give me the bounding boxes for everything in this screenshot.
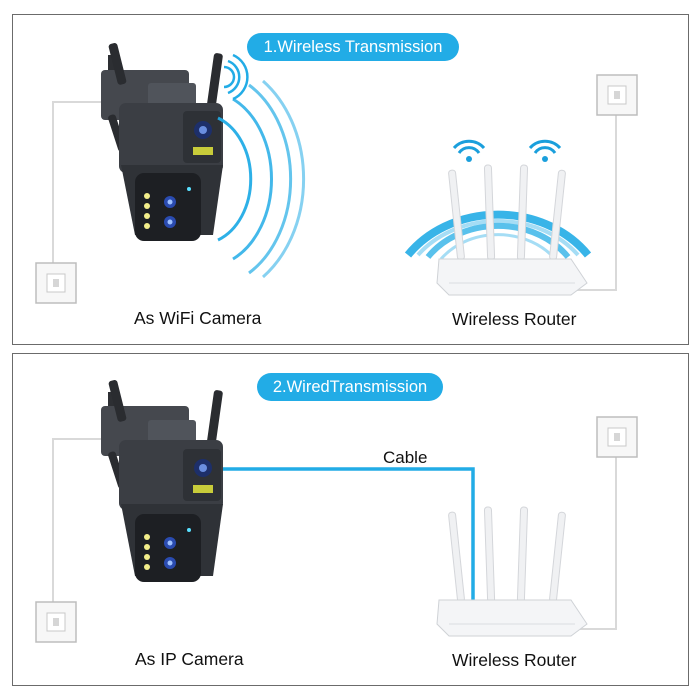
wifi-camera-caption: As WiFi Camera <box>134 308 262 328</box>
camera-icon <box>101 43 223 241</box>
camera-power-cable <box>52 101 105 265</box>
cable-label: Cable <box>383 448 428 467</box>
router-power-cable <box>573 454 617 630</box>
wired-diagram <box>35 380 638 643</box>
router-wifi-icon-left <box>452 139 486 162</box>
camera-icon <box>101 380 223 582</box>
router-power-cable <box>573 113 617 291</box>
wireless-transmission-panel: 1.Wireless Transmission As WiFi Camera W… <box>12 14 689 345</box>
wired-transmission-panel: 2.WiredTransmission Cable As IP Camera W… <box>12 353 689 686</box>
router-icon <box>436 164 588 296</box>
router-waves-icon <box>404 210 592 260</box>
ethernet-cable <box>213 467 475 609</box>
wireless-waves-icon <box>217 79 306 279</box>
wireless-router-caption: Wireless Router <box>452 309 577 329</box>
wireless-diagram <box>35 43 638 304</box>
wall-socket-left-icon <box>35 262 77 304</box>
router-icon <box>436 506 588 637</box>
ip-camera-caption: As IP Camera <box>135 649 244 669</box>
camera-wifi-signal-icon <box>223 53 249 101</box>
wall-socket-right-icon <box>596 416 638 458</box>
wireless-transmission-title: 1.Wireless Transmission <box>247 33 459 61</box>
wall-socket-left-icon <box>35 601 77 643</box>
wired-router-caption: Wireless Router <box>452 650 577 670</box>
wall-socket-right-icon <box>596 74 638 116</box>
wired-transmission-title: 2.WiredTransmission <box>257 373 443 401</box>
camera-power-cable <box>52 438 105 604</box>
router-wifi-icon-right <box>528 139 562 162</box>
